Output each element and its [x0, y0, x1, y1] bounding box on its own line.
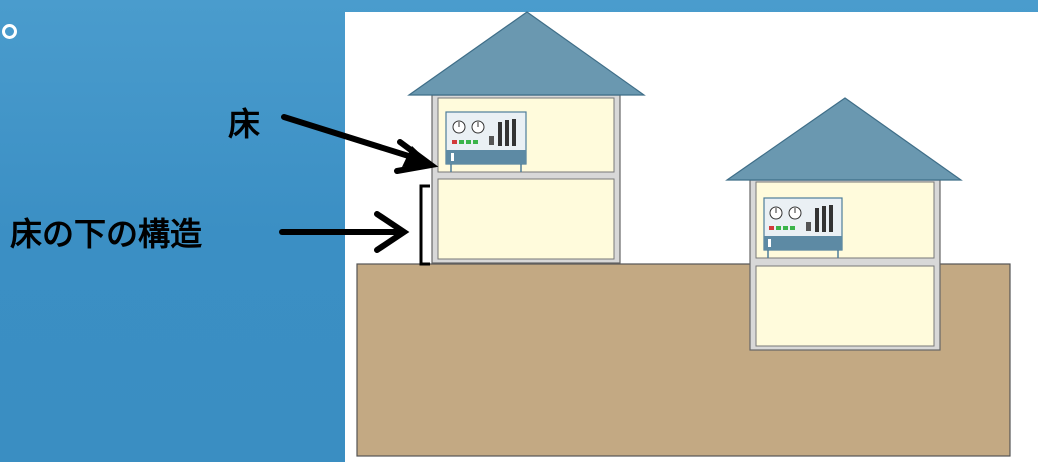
under-floor-structure-label: 床の下の構造	[10, 215, 202, 253]
floor-arrow-head-outline	[394, 139, 439, 174]
right-house	[725, 97, 963, 351]
structure-arrow-head	[374, 211, 410, 253]
left-device-icon	[445, 111, 527, 172]
right-house-roof	[725, 97, 963, 181]
under-floor-bracket	[419, 184, 430, 266]
right-house-lower-room	[755, 265, 935, 347]
left-house-lower-room	[437, 178, 615, 260]
right-device-icon	[763, 197, 843, 258]
left-house-roof	[407, 11, 646, 96]
floor-label: 床	[228, 105, 260, 143]
floor-arrow-shaft	[281, 114, 418, 161]
left-house	[407, 11, 646, 264]
bullet-circle-icon	[2, 24, 17, 39]
